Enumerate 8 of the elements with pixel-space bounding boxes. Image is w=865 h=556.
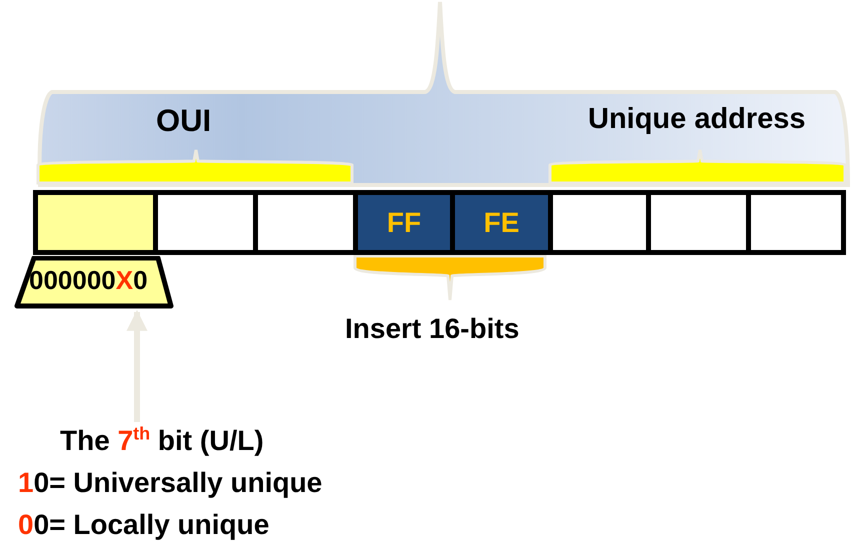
section-label: Unique address xyxy=(588,103,806,136)
annotation-text: 10= Universally unique xyxy=(18,466,324,500)
bit-pattern: 000000X0 xyxy=(29,265,148,296)
brace-label: Insert 16-bits xyxy=(345,313,520,345)
annotation-heading: The 7$^{th}$ bit (U/L) xyxy=(59,422,265,458)
annotation-text: 00= Locally unique xyxy=(18,508,270,542)
arrow xyxy=(126,310,148,422)
section-label: OUI xyxy=(156,103,212,139)
